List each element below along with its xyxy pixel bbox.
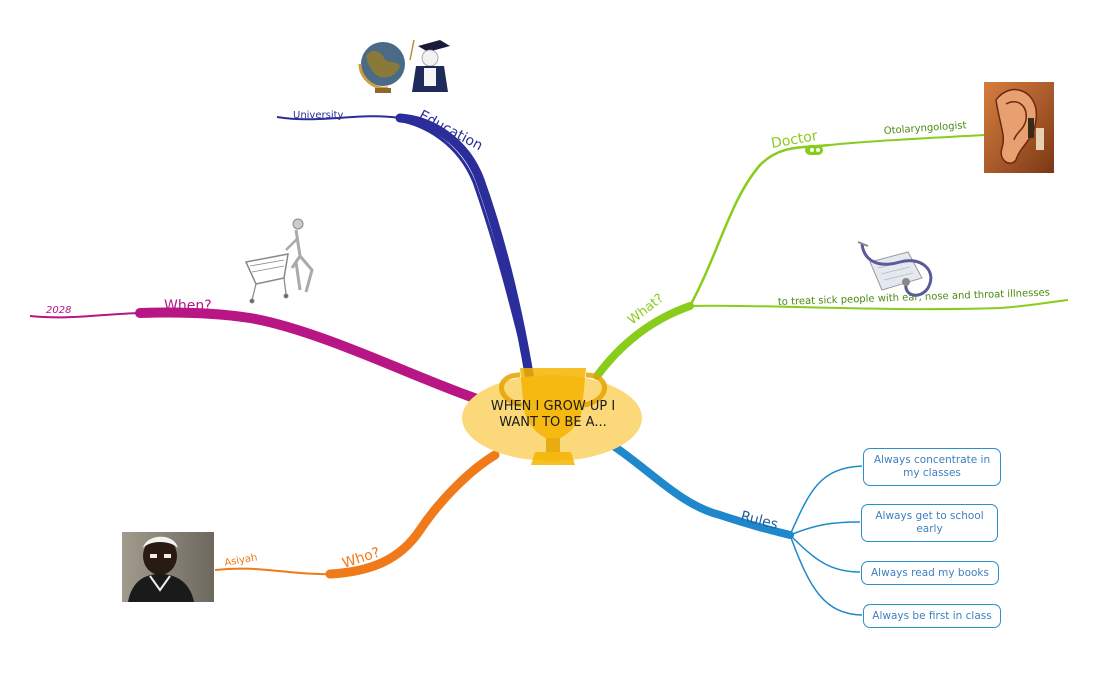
otolaryngologist-branch-line [829,134,986,146]
asiyah-label[interactable]: Asiyah [224,552,259,569]
stethoscope-clipboard-icon [857,241,933,297]
year-label[interactable]: 2028 [46,305,71,316]
central-topic-title[interactable]: WHEN I GROW UP I WANT TO BE A... [490,399,616,430]
rule-connector-3 [789,534,861,573]
name-branch-line [214,567,331,576]
rule-connector-2 [789,521,861,536]
doctor-branch-line [688,143,831,307]
ear-illustration-icon [984,82,1054,173]
university-label[interactable]: University [293,110,344,121]
rule-item-1[interactable]: Always concentrate in my classes [863,448,1001,486]
treat-branch-line [689,299,1069,311]
education-branch-line [395,113,535,385]
rule-connector-4 [789,534,863,616]
university-branch-line [276,115,401,121]
robot-with-cart-icon [244,218,314,304]
when-label[interactable]: When? [164,298,212,314]
what-branch-line [593,302,694,380]
globe-and-graduate-icon [358,39,450,93]
rule-item-4[interactable]: Always be first in class [863,604,1001,628]
year-branch-line [29,312,141,319]
who-branch-line [325,450,500,579]
when-branch-line [135,307,485,405]
person-photo-icon [122,532,214,602]
rule-item-2[interactable]: Always get to school early [861,504,998,542]
otolaryngologist-label[interactable]: Otolaryngologist [883,120,966,137]
rules-branch-line [608,441,794,539]
rule-connector-1 [789,465,863,536]
trophy-icon [499,368,607,465]
treat-label[interactable]: to treat sick people with ear, nose and … [778,288,1050,308]
rule-item-3[interactable]: Always read my books [861,561,999,585]
note-badge-icon[interactable] [805,145,823,155]
